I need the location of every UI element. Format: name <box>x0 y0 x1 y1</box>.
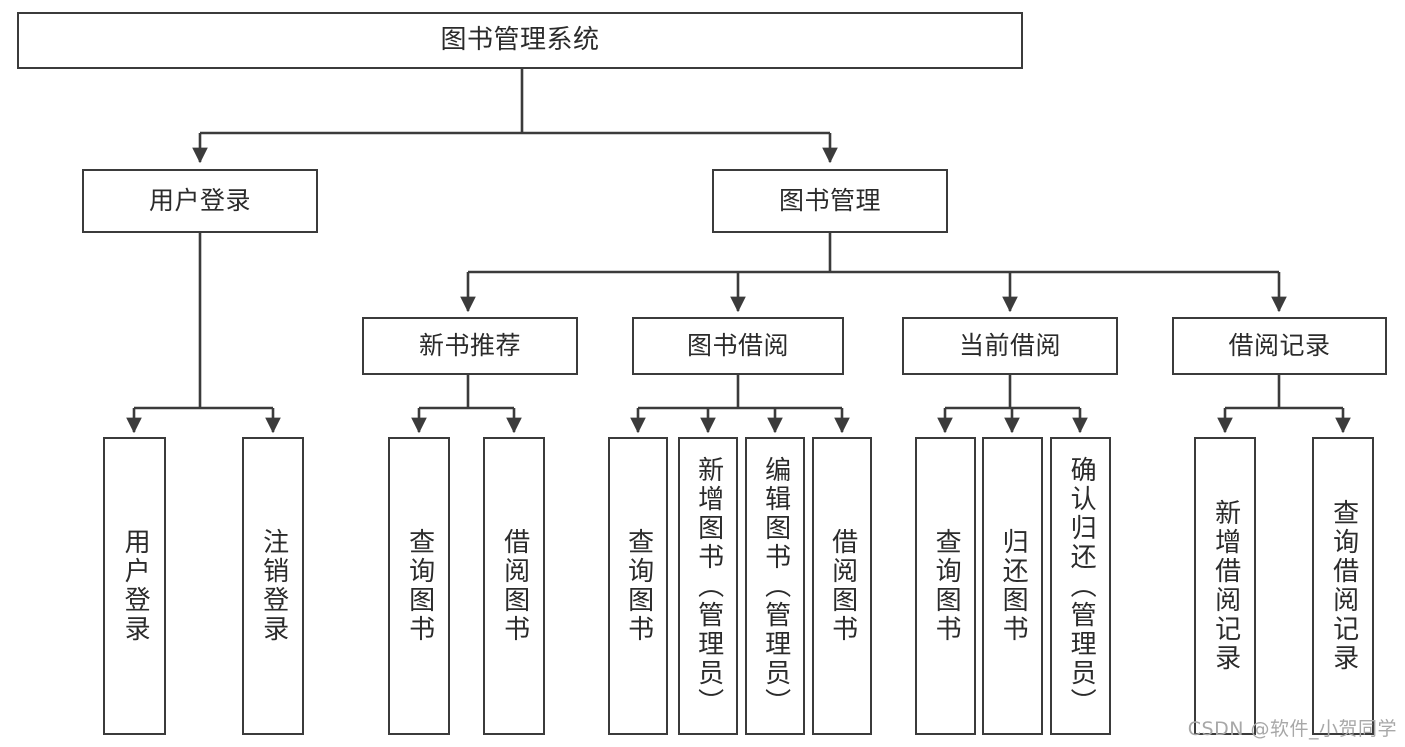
node-label: 查询借阅记录 <box>1328 499 1359 673</box>
node-label: 查询图书 <box>931 528 962 644</box>
node-label: 归还图书 <box>998 528 1029 644</box>
node-label: 图书借阅 <box>686 331 789 361</box>
node-label: 图书管理 <box>778 186 881 216</box>
node-label: 查询图书 <box>623 528 654 644</box>
node-label: 用户登录 <box>120 528 151 644</box>
node-label: 新增借阅记录 <box>1210 499 1241 673</box>
leaf-user-login[interactable]: 用户登录 <box>103 437 166 735</box>
node-borrow-record[interactable]: 借阅记录 <box>1172 317 1387 375</box>
node-label: 用户登录 <box>148 186 251 216</box>
leaf-query-book-current[interactable]: 查询图书 <box>915 437 976 735</box>
leaf-add-book-admin[interactable]: 新增图书（管理员） <box>678 437 738 735</box>
node-label: 借阅记录 <box>1228 331 1331 361</box>
leaf-query-book-borrow[interactable]: 查询图书 <box>608 437 668 735</box>
watermark: CSDN @软件_小贺同学 <box>1187 718 1397 740</box>
leaf-return-book[interactable]: 归还图书 <box>982 437 1043 735</box>
node-label: 注销登录 <box>258 528 289 644</box>
leaf-query-borrow-record[interactable]: 查询借阅记录 <box>1312 437 1374 735</box>
node-book-borrow[interactable]: 图书借阅 <box>632 317 844 375</box>
leaf-borrow-book-recommend[interactable]: 借阅图书 <box>483 437 545 735</box>
node-root[interactable]: 图书管理系统 <box>17 12 1023 69</box>
leaf-confirm-return-admin[interactable]: 确认归还（管理员） <box>1050 437 1111 735</box>
node-new-book-recommend[interactable]: 新书推荐 <box>362 317 578 375</box>
leaf-query-book-recommend[interactable]: 查询图书 <box>388 437 450 735</box>
node-book-management[interactable]: 图书管理 <box>712 169 948 233</box>
node-label: 当前借阅 <box>958 331 1061 361</box>
node-label: 查询图书 <box>404 528 435 644</box>
node-label: 新增图书（管理员） <box>693 455 724 717</box>
node-current-borrow[interactable]: 当前借阅 <box>902 317 1118 375</box>
leaf-logout[interactable]: 注销登录 <box>242 437 304 735</box>
node-label: 借阅图书 <box>499 528 530 644</box>
node-label: 编辑图书（管理员） <box>760 455 791 717</box>
leaf-add-borrow-record[interactable]: 新增借阅记录 <box>1194 437 1256 735</box>
leaf-borrow-book[interactable]: 借阅图书 <box>812 437 872 735</box>
node-label: 新书推荐 <box>418 331 521 361</box>
leaf-edit-book-admin[interactable]: 编辑图书（管理员） <box>745 437 805 735</box>
node-user-login[interactable]: 用户登录 <box>82 169 318 233</box>
node-label: 图书管理系统 <box>440 25 600 56</box>
node-label: 借阅图书 <box>827 528 858 644</box>
node-label: 确认归还（管理员） <box>1066 455 1097 717</box>
